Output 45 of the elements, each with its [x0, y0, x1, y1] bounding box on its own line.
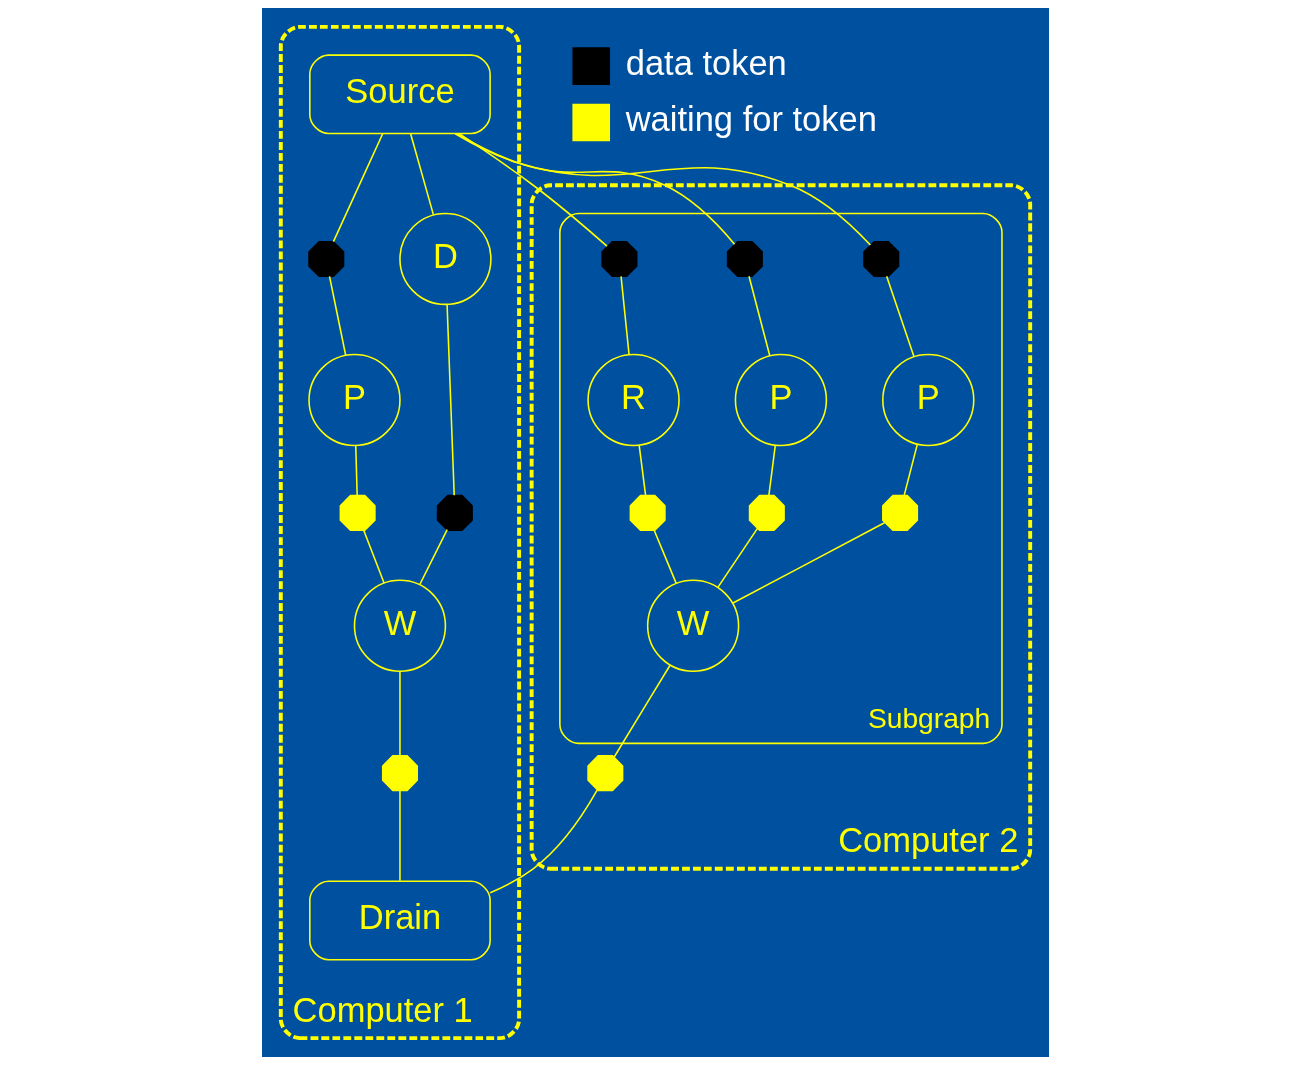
- connector: [354, 444, 358, 497]
- node-circle: R: [587, 353, 680, 447]
- connector: [732, 521, 886, 604]
- node-circle: W: [646, 579, 740, 673]
- connector: [638, 444, 647, 497]
- node-octagon: [863, 240, 900, 277]
- connector: [903, 443, 919, 496]
- connector: [454, 132, 872, 246]
- connector: [885, 275, 915, 358]
- connector: [613, 664, 671, 758]
- node-octagon: [601, 240, 638, 277]
- node-octagon: [587, 755, 624, 792]
- connector: [362, 529, 385, 584]
- connector: [455, 132, 736, 245]
- node-octagon: [629, 494, 666, 531]
- connector: [419, 528, 448, 586]
- node-octagon: [308, 240, 345, 277]
- connector: [458, 132, 608, 247]
- node-circle: P: [308, 353, 401, 447]
- legend-label: waiting for token: [625, 100, 877, 139]
- node-box: Drain: [309, 880, 491, 961]
- connector: [332, 132, 384, 243]
- node-octagon: [882, 494, 919, 531]
- connector: [653, 529, 677, 585]
- connector: [399, 789, 401, 882]
- node-circle: D: [399, 212, 492, 306]
- connector: [717, 527, 759, 589]
- node-octagon: [726, 240, 763, 277]
- node-circle: W: [353, 579, 447, 673]
- node-octagon: [436, 494, 473, 531]
- connector: [446, 304, 455, 496]
- node-circle: P: [734, 353, 828, 447]
- connector: [620, 275, 630, 356]
- node-box: Source: [309, 54, 491, 135]
- connector: [328, 275, 347, 356]
- node-octagon: [748, 494, 785, 531]
- connector: [399, 670, 401, 757]
- connector: [489, 789, 598, 894]
- node-circle: P: [882, 353, 975, 447]
- connector: [409, 132, 435, 216]
- connector: [768, 444, 777, 497]
- node-octagon: [381, 755, 418, 792]
- legend-label: data token: [625, 43, 787, 82]
- node-octagon: [339, 494, 376, 531]
- connector: [748, 275, 771, 357]
